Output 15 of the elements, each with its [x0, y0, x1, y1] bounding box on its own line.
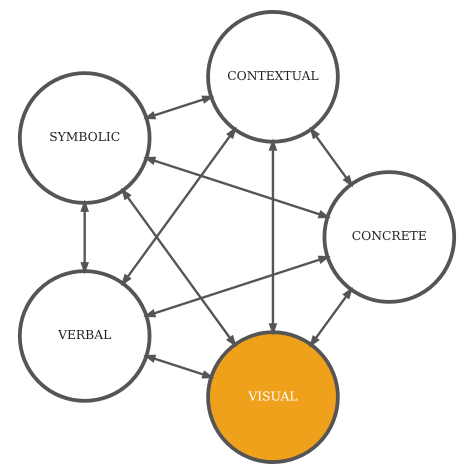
node-circle: VERBAL [18, 269, 152, 403]
arrow [143, 354, 214, 378]
arrow [143, 156, 331, 218]
node-circle: CONCRETE [322, 170, 456, 304]
arrow [143, 256, 331, 318]
arrow [120, 126, 237, 286]
node-circle: SYMBOLIC [18, 71, 152, 205]
arrow [309, 286, 353, 348]
arrow [120, 188, 237, 348]
arrow [309, 126, 354, 188]
arrow [80, 200, 89, 274]
arrow [143, 96, 214, 120]
node-circle: CONTEXTUAL [206, 10, 340, 144]
node-circle: VISUAL [206, 330, 340, 464]
arrow [268, 138, 278, 336]
